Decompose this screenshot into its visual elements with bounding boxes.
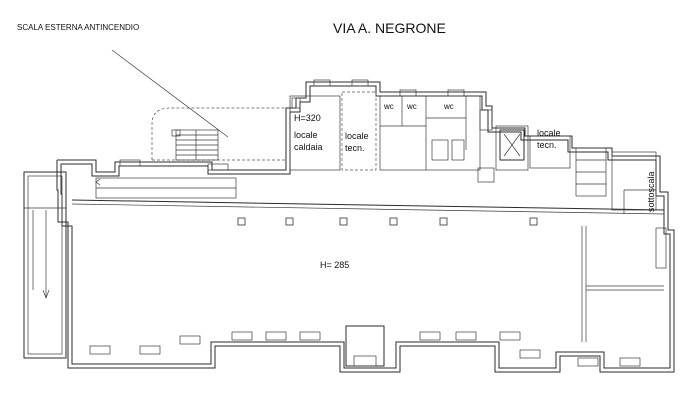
north-inner-wall-2 [71,203,665,215]
columns [237,217,538,226]
lift-shaft [499,129,525,161]
wc-label-2: wc [406,102,417,111]
main-hall-height: H= 285 [320,260,349,270]
lift-frame [495,125,529,171]
fire-escape-footprint [151,107,286,160]
west-annex [23,171,67,359]
shaft-2 [477,167,495,183]
west-stair-arrow [42,289,50,299]
tech-room-2-label-1: locale [537,128,561,138]
entrance-porch [345,325,385,367]
understair-room [611,151,657,211]
wc-label-1: wc [383,102,394,111]
boiler-room [289,95,341,171]
boiler-room-label-2: caldaia [294,142,323,152]
fire-escape-leader [111,49,229,138]
fire-escape-stair [171,129,219,161]
tech-room-1-label-1: locale [345,131,369,141]
ramp-arrow [95,178,101,186]
south-windows [89,331,641,367]
east-niche [655,227,667,269]
boiler-room-label-1: locale [294,130,318,140]
tech-room-1 [341,91,377,171]
tech-room-2 [529,135,571,169]
lift-cross-2 [503,133,521,157]
boiler-room-height: H=320 [294,113,321,123]
shaft-1 [479,109,493,131]
north-inner-wall [71,199,665,211]
tech-room-2-label-2: tecn. [537,140,557,150]
tech-room-1-label-2: tecn. [345,143,365,153]
wc-block [379,95,481,171]
understair-label: sottoscala [646,171,656,212]
fire-escape-label: SCALA ESTERNA ANTINCENDIO [17,23,139,32]
north-windows [119,79,465,171]
boiler-door [291,97,301,109]
wc-fixture-1 [431,139,449,161]
wc-label-3: wc [443,102,454,111]
wc-fixture-2 [451,139,465,161]
west-annex-inner [27,175,63,355]
entrance-step [353,355,377,367]
outer-wall [56,81,675,373]
street-title: VIA A. NEGRONE [333,20,446,36]
